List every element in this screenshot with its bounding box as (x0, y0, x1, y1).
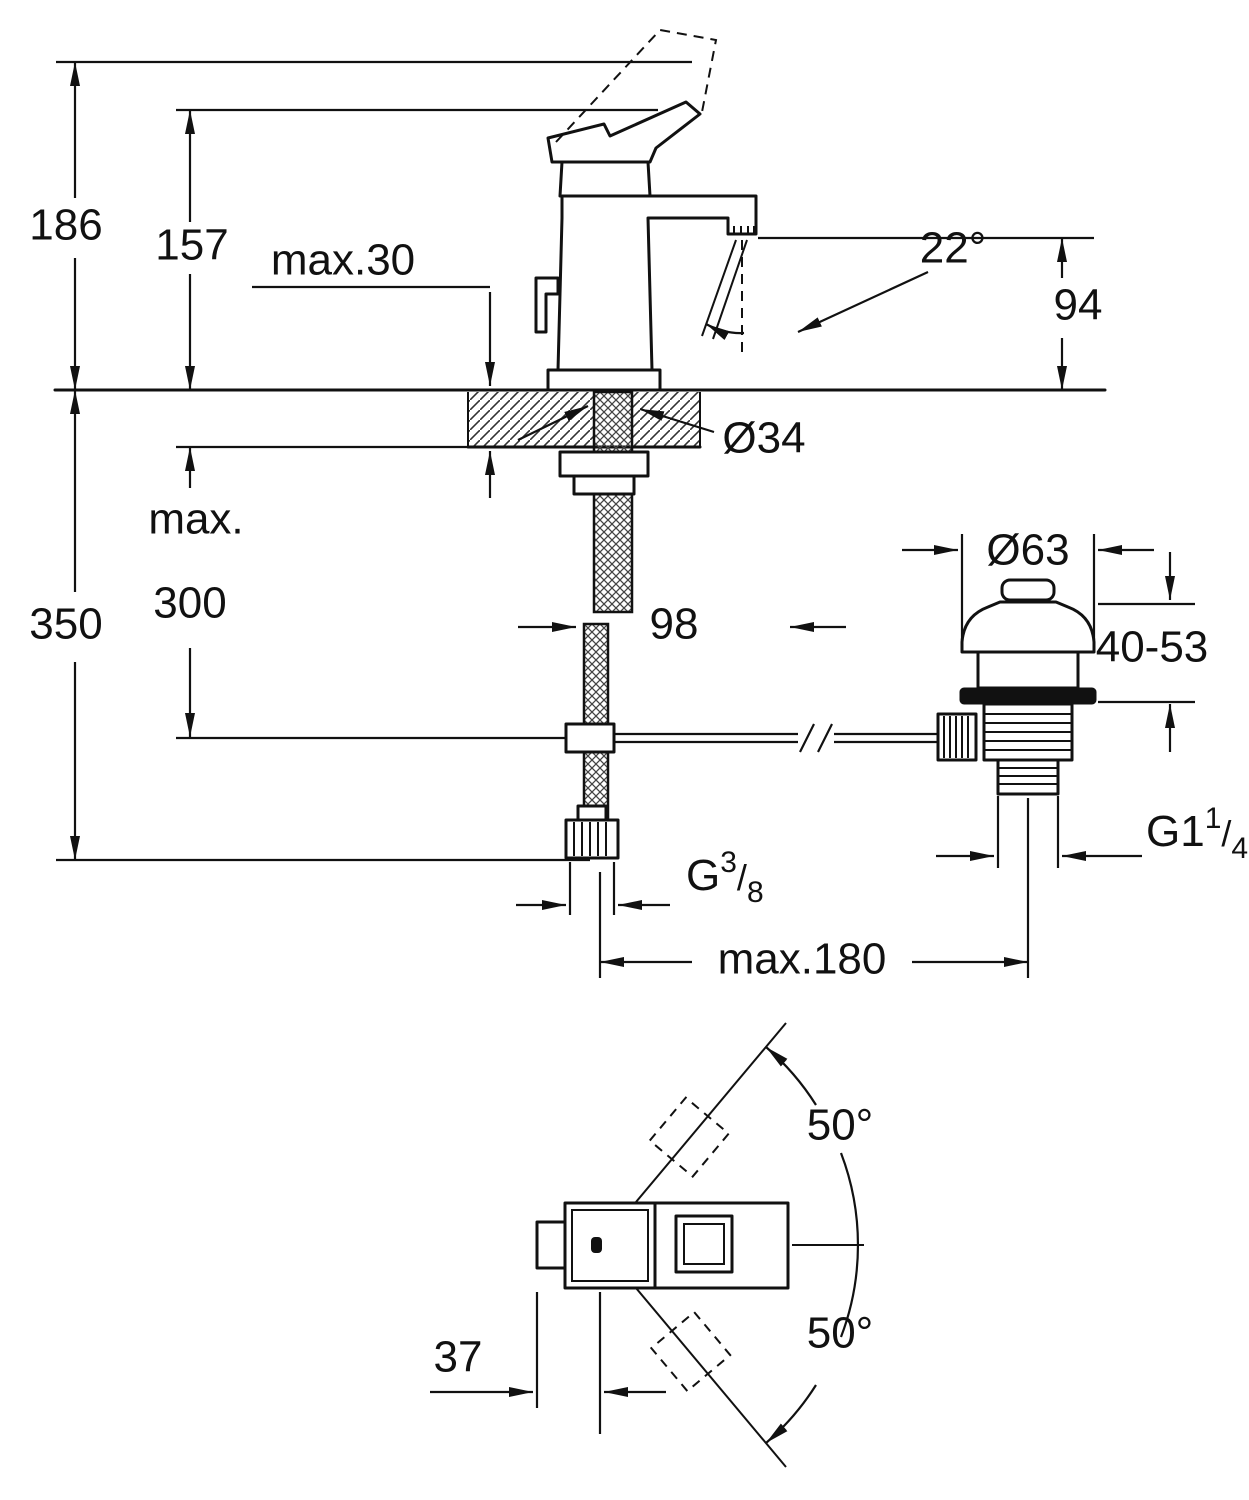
label-flange-diameter: Ø63 (986, 526, 1069, 575)
faucet-side (534, 28, 758, 392)
dim-hole-diameter: Ø34 (517, 405, 806, 463)
mounting-bracket (558, 450, 650, 478)
label-stream-angle: 22° (920, 224, 987, 273)
under-deck-parts (558, 390, 944, 860)
mounting-nut (572, 474, 636, 496)
dim-handle-offset: 37 (430, 1292, 666, 1434)
swing-arc (765, 1046, 859, 1444)
dim-deck-thickness: max.30 (252, 236, 495, 498)
handle-top-inner (571, 1209, 649, 1282)
label-hole-diameter: Ø34 (722, 414, 805, 463)
dim-max-spread: max.180 (598, 798, 1030, 984)
dim-overall-depth: 350 (29, 390, 590, 862)
drain-body-threads (984, 713, 1072, 751)
flexible-hose (582, 622, 610, 822)
deck-hatch-right (632, 392, 700, 447)
label-clamp-range: 40-53 (1096, 623, 1209, 672)
supply-thread-sub: 8 (747, 876, 764, 909)
faucet-body-spout (556, 194, 758, 372)
waste-thread-sub: 4 (1231, 832, 1248, 865)
rod-coupling-knob (936, 712, 978, 762)
drain-flange (960, 600, 1096, 654)
waste-thread-sup: 1 (1205, 802, 1222, 835)
dim-stream-angle: 22° (797, 224, 987, 333)
supply-thread-sup: 3 (720, 846, 737, 879)
label-outlet-height: 94 (1054, 281, 1103, 330)
label-overall-height: 186 (29, 201, 102, 250)
mounting-deck (53, 388, 1107, 449)
dim-handle-height: 157 (155, 108, 658, 390)
dim-hose-length: max. 300 (148, 445, 566, 740)
threaded-shaft (592, 390, 634, 614)
label-waste-thread: G11/4 (1146, 802, 1248, 865)
faucet-cap (558, 160, 652, 198)
faucet-lever (546, 100, 702, 164)
hose-connector-nut (564, 818, 620, 860)
dim-spout-projection: 98 (518, 600, 846, 649)
dim-waste-thread: G11/4 (936, 796, 1248, 868)
dim-outlet-height: 94 (758, 236, 1103, 390)
label-handle-offset: 37 (434, 1333, 483, 1382)
deck-hatch-left (468, 392, 594, 447)
rod-elbow (564, 722, 616, 754)
supply-thread-slash: / (737, 857, 747, 898)
label-supply-thread: G3/8 (686, 846, 764, 909)
spout-square-inner (683, 1223, 725, 1265)
tailpiece-threads (998, 767, 1058, 785)
drain-rubber-seal (959, 687, 1097, 705)
dim-flange-diameter: Ø63 (902, 526, 1154, 640)
label-swing-bottom: 50° (807, 1309, 874, 1358)
stream-line-1 (701, 239, 737, 337)
label-overall-depth: 350 (29, 600, 102, 649)
dim-overall-height: 186 (29, 60, 692, 390)
spout-position-lower (649, 1310, 732, 1393)
handle-end-cap (535, 1220, 567, 1270)
waste-thread-slash: / (1221, 813, 1231, 854)
waste-thread-base: G1 (1146, 807, 1205, 856)
drain-assembly (936, 578, 1097, 796)
spout-square-outer (674, 1214, 734, 1274)
label-max-spread: max.180 (718, 935, 887, 984)
top-view (535, 1022, 864, 1468)
faucet-top (535, 1201, 790, 1290)
stream-angle-arc (705, 323, 745, 341)
dim-supply-thread: G3/8 (516, 846, 764, 915)
drain-plug-knob (1000, 578, 1056, 602)
dimensions-side: 186 157 max.30 22° 94 (29, 60, 1248, 984)
drain-upper-body (976, 650, 1080, 690)
dimensions-top: 50° 50° 37 (430, 1101, 873, 1434)
dim-clamp-range: 40-53 (1096, 552, 1209, 752)
spout-position-upper (648, 1096, 731, 1178)
lever-slot (591, 1237, 602, 1253)
hose-collar (576, 804, 608, 822)
label-spout-projection: 98 (650, 600, 699, 649)
side-view (53, 28, 1107, 860)
faucet-base (546, 368, 662, 392)
label-handle-height: 157 (155, 221, 228, 270)
aerator-ticks (733, 226, 755, 234)
supply-thread-base: G (686, 851, 720, 900)
label-swing-top: 50° (807, 1101, 874, 1150)
water-stream (701, 239, 748, 352)
popup-rod (614, 723, 944, 753)
lever-raised-outline (555, 28, 718, 143)
label-hose-max-word: max. (148, 495, 243, 544)
label-hose-max-value: 300 (153, 579, 226, 628)
stream-line-2 (712, 239, 748, 340)
popup-knob (534, 276, 560, 334)
label-deck-thickness: max.30 (271, 236, 415, 285)
